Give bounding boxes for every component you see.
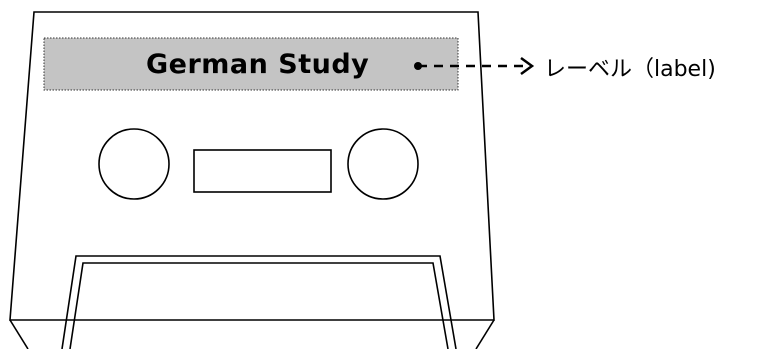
left-reel bbox=[98, 128, 170, 200]
tape-guide-outer bbox=[61, 255, 457, 349]
right-reel bbox=[347, 128, 419, 200]
left-corner-line bbox=[9, 319, 29, 349]
tape-window bbox=[193, 149, 332, 193]
right-corner-line bbox=[475, 319, 495, 349]
label-annotation: レーベル（label) bbox=[544, 57, 716, 82]
tape-guide-inner bbox=[69, 262, 449, 349]
cassette-label-text: German Study bbox=[146, 48, 370, 80]
label-area bbox=[43, 37, 459, 91]
arrowhead-icon bbox=[520, 56, 535, 76]
